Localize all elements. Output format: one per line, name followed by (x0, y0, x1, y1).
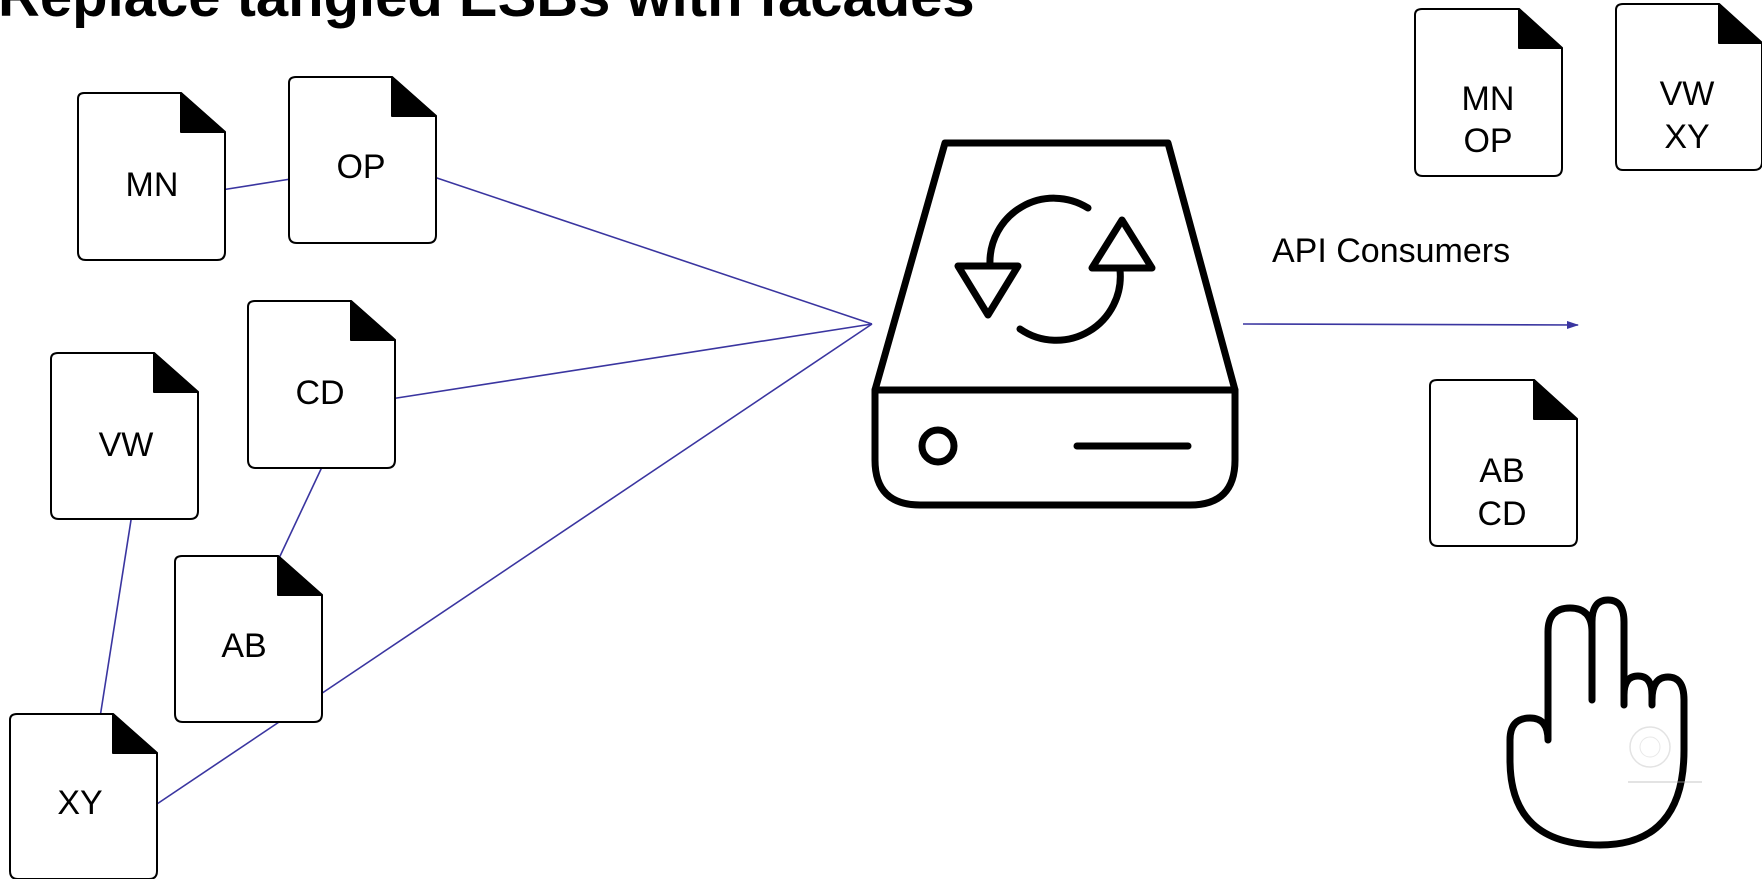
api-consumers-label: API Consumers (1272, 232, 1510, 270)
connectors (92, 174, 1579, 811)
doc-vw: VW (50, 352, 199, 520)
doc-vw-xy-line2: XY (1664, 118, 1709, 156)
hand-stop-icon (1506, 596, 1688, 849)
doc-ab-cd-line2: CD (1477, 495, 1526, 533)
watermark-logo-icon (1628, 726, 1702, 783)
api-consumers-arrow (1242, 320, 1579, 329)
doc-vw-xy-line1: VW (1660, 75, 1715, 113)
doc-mn: MN (77, 92, 226, 261)
doc-vw-label: VW (99, 426, 154, 464)
doc-ab-cd: AB CD (1429, 379, 1578, 547)
doc-xy: XY (9, 713, 158, 879)
doc-vw-xy: VW XY (1615, 3, 1762, 171)
connector-xy-hub (147, 323, 873, 811)
server-sync-icon (871, 139, 1239, 509)
doc-mn-label: MN (126, 166, 179, 204)
page-title: Replace tangled ESBs with facades (0, 0, 975, 32)
doc-mn-op-line1: MN (1462, 80, 1515, 118)
doc-mn-op-line2: OP (1463, 122, 1512, 160)
doc-ab-cd-line1: AB (1479, 452, 1524, 490)
doc-cd: CD (247, 300, 396, 469)
doc-cd-label: CD (295, 374, 344, 412)
doc-op: OP (288, 76, 437, 244)
doc-xy-label: XY (57, 784, 102, 822)
connector-op-hub (427, 174, 873, 325)
doc-mn-op: MN OP (1414, 8, 1563, 177)
connector-cd-hub (383, 323, 873, 401)
doc-op-label: OP (336, 148, 385, 186)
doc-ab: AB (174, 555, 323, 723)
doc-ab-label: AB (221, 627, 266, 665)
